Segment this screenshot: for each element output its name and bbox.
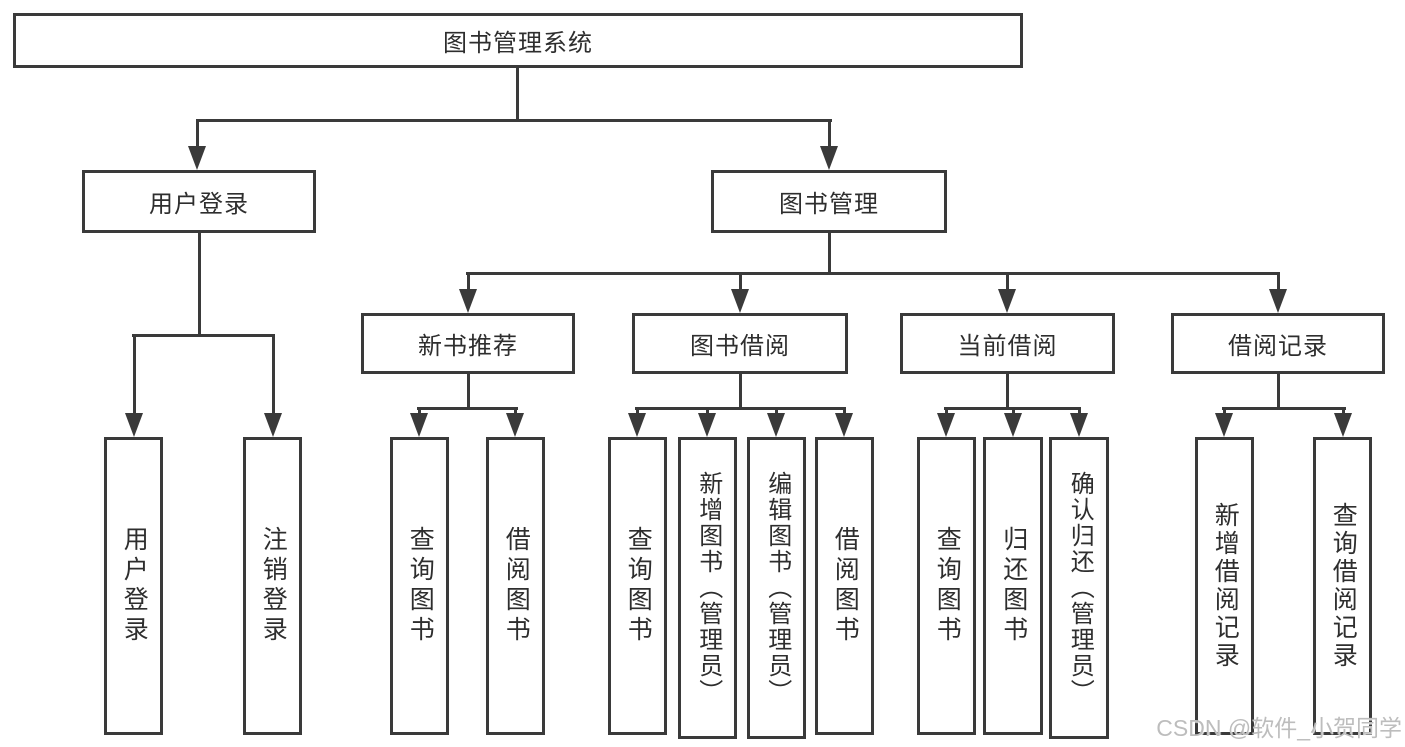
- connector-root-stub: [516, 67, 519, 121]
- connector-bookmgmt-hline: [466, 272, 1280, 275]
- connector-leaf-stem: [418, 407, 421, 416]
- arrow-down-icon: [1070, 413, 1088, 437]
- connector-leaf-stem: [706, 407, 709, 416]
- arrow-down-icon: [937, 413, 955, 437]
- arrow-down-icon: [264, 413, 282, 437]
- arrow-down-icon: [459, 289, 477, 313]
- leaf-cb-confirm-return-admin-label: 确认归还（管理员）: [1066, 471, 1094, 705]
- connector-leaf-stem: [514, 407, 517, 416]
- connector-leaf-stem: [1078, 407, 1081, 416]
- node-book-management-label: 图书管理: [779, 191, 879, 218]
- leaf-bb-query-books-label: 查询图书: [624, 526, 653, 646]
- leaf-nbr-query-books: 查询图书: [390, 437, 449, 735]
- connector-leaf-stem: [1223, 407, 1226, 416]
- connector-bookmgmt-stem: [828, 119, 831, 149]
- connector-br-hline: [1222, 407, 1346, 410]
- leaf-bb-borrow-books: 借阅图书: [815, 437, 874, 735]
- node-root: 图书管理系统: [13, 13, 1023, 68]
- arrow-down-icon: [188, 146, 206, 170]
- arrow-down-icon: [1215, 413, 1233, 437]
- node-book-management: 图书管理: [711, 170, 947, 233]
- node-user-login: 用户登录: [82, 170, 316, 233]
- arrow-down-icon: [410, 413, 428, 437]
- connector-userlogin-hline: [132, 334, 275, 337]
- leaf-logout: 注销登录: [243, 437, 302, 735]
- leaf-cb-confirm-return-admin: 确认归还（管理员）: [1049, 437, 1109, 739]
- connector-leaf-stem: [775, 407, 778, 416]
- arrow-down-icon: [1004, 413, 1022, 437]
- connector-userlogin-stem: [196, 119, 199, 149]
- node-current-borrow: 当前借阅: [900, 313, 1115, 374]
- node-borrow-records-label: 借阅记录: [1228, 333, 1328, 360]
- leaf-user-login: 用户登录: [104, 437, 163, 735]
- arrow-down-icon: [767, 413, 785, 437]
- connector-leaf-stem: [636, 407, 639, 416]
- connector-leaf-stem: [1012, 407, 1015, 416]
- leaf-logout-label: 注销登录: [259, 526, 288, 646]
- leaf-bb-query-books: 查询图书: [608, 437, 667, 735]
- leaf-br-add-record: 新增借阅记录: [1195, 437, 1254, 735]
- connector-nbr-stub: [467, 373, 470, 409]
- connector-leaf-stem: [133, 334, 136, 415]
- connector-leaf-stem: [1342, 407, 1345, 416]
- leaf-cb-return-books-label: 归还图书: [999, 526, 1028, 646]
- leaf-nbr-borrow-books-label: 借阅图书: [502, 526, 531, 646]
- arrow-down-icon: [835, 413, 853, 437]
- connector-leaf-stem: [843, 407, 846, 416]
- leaf-cb-query-books: 查询图书: [917, 437, 976, 735]
- node-new-book-recommend: 新书推荐: [361, 313, 575, 374]
- leaf-bb-add-books-admin-label: 新增图书（管理员）: [694, 471, 722, 705]
- connector-nbr-hline: [417, 407, 518, 410]
- leaf-bb-edit-books-admin: 编辑图书（管理员）: [747, 437, 806, 739]
- csdn-watermark: CSDN @软件_小贺同学: [1156, 715, 1402, 741]
- node-user-login-label: 用户登录: [149, 191, 249, 218]
- connector-level3-stem: [467, 272, 470, 292]
- arrow-down-icon: [125, 413, 143, 437]
- leaf-br-query-record: 查询借阅记录: [1313, 437, 1372, 735]
- arrow-down-icon: [1269, 289, 1287, 313]
- connector-level3-stem: [1006, 272, 1009, 292]
- node-book-borrow: 图书借阅: [632, 313, 848, 374]
- arrow-down-icon: [731, 289, 749, 313]
- connector-root-hline: [196, 119, 832, 122]
- connector-bb-hline: [635, 407, 846, 410]
- connector-bb-stub: [739, 373, 742, 409]
- leaf-br-add-record-label: 新增借阅记录: [1211, 502, 1240, 670]
- leaf-nbr-borrow-books: 借阅图书: [486, 437, 545, 735]
- leaf-bb-edit-books-admin-label: 编辑图书（管理员）: [763, 471, 791, 705]
- node-borrow-records: 借阅记录: [1171, 313, 1385, 374]
- leaf-cb-query-books-label: 查询图书: [933, 526, 962, 646]
- arrow-down-icon: [628, 413, 646, 437]
- connector-level3-stem: [1277, 272, 1280, 292]
- arrow-down-icon: [698, 413, 716, 437]
- node-root-label: 图书管理系统: [443, 30, 593, 57]
- node-current-borrow-label: 当前借阅: [957, 333, 1058, 360]
- node-book-borrow-label: 图书借阅: [690, 333, 790, 360]
- leaf-br-query-record-label: 查询借阅记录: [1329, 502, 1358, 670]
- connector-userlogin-stub: [198, 232, 201, 336]
- leaf-nbr-query-books-label: 查询图书: [406, 526, 435, 646]
- arrow-down-icon: [506, 413, 524, 437]
- node-new-book-recommend-label: 新书推荐: [418, 333, 518, 360]
- leaf-cb-return-books: 归还图书: [983, 437, 1043, 735]
- leaf-bb-borrow-books-label: 借阅图书: [831, 526, 860, 646]
- arrow-down-icon: [820, 146, 838, 170]
- connector-leaf-stem: [945, 407, 948, 416]
- connector-cb-stub: [1006, 373, 1009, 409]
- connector-level3-stem: [739, 272, 742, 292]
- leaf-bb-add-books-admin: 新增图书（管理员）: [678, 437, 737, 739]
- connector-leaf-stem: [272, 334, 275, 415]
- arrow-down-icon: [998, 289, 1016, 313]
- leaf-user-login-label: 用户登录: [120, 526, 149, 646]
- connector-bookmgmt-stub: [828, 232, 831, 274]
- arrow-down-icon: [1334, 413, 1352, 437]
- connector-br-stub: [1277, 373, 1280, 409]
